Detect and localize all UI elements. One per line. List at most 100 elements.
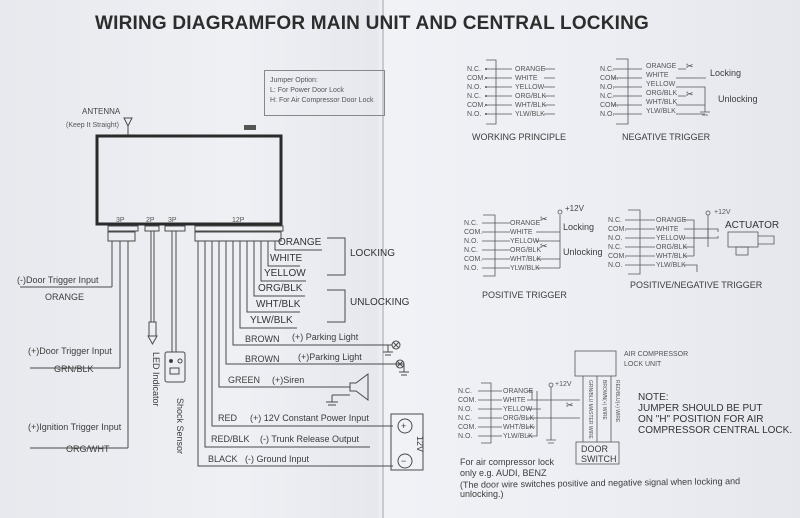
pn-contact-4: N.C. [608,244,622,251]
lock-wire-orange: ORANGE [278,237,322,248]
ac-contact-1: N.C. [458,388,472,395]
pn-wire-4: ORG/BLK [656,244,688,251]
ac-wire-3: YELLOW [503,406,533,413]
nt-wire-2: WHITE [646,72,669,79]
pn-wire-5: WHT/BLK [656,253,688,260]
nt-wire-4: ORG/BLK [646,90,678,97]
ignition-trigger-label: (+)Ignition Trigger Input [28,422,122,432]
lock-wire-whtblk: WHT/BLK [256,299,301,310]
battery-plus: + [401,421,407,431]
scissors-icon-3: ✂ [540,214,548,224]
ac-unit-line1: AIR COMPRESSOR [624,351,689,358]
output-color-brown-2: BROWN [245,354,280,364]
pt-wire-6: YLW/BLK [510,265,540,272]
output-desc-siren: (+)Siren [272,375,305,385]
pt-wire-1: ORANGE [510,220,541,227]
ac-wire-6: YLW/BLK [503,433,533,440]
wp-wire-1: ORANGE [515,66,546,73]
connector-3p-a: 3P [116,217,125,224]
nt-contact-5: COM. [600,102,619,109]
nt-locking: Locking [710,68,742,78]
antenna-note: (Keep It Straight) [66,122,119,129]
posneg-trigger-caption: POSITIVE/NEGATIVE TRIGGER [630,280,763,290]
jumper-pins-icon [244,125,256,130]
ac-wire-redblu: RED/BLU(+) WIRE [614,380,620,423]
ac-wire-5: WHT/BLK [503,424,535,431]
wp-wire-4: ORG/BLK [515,93,547,100]
scissors-icon-5: ✂ [566,400,574,410]
pt-contact-2: COM. [464,229,483,236]
wp-contact-4: N.C. [467,93,481,100]
nt-wire-1: ORANGE [646,63,677,70]
nt-unlocking: Unlocking [718,94,758,104]
ignition-trigger-color: ORG/WHT [66,444,110,454]
nt-contact-6: N.O. [600,111,615,118]
negative-trigger-caption: NEGATIVE TRIGGER [622,132,711,142]
pt-contact-3: N.O. [464,238,479,245]
actuator-label: ACTUATOR [725,220,780,231]
pt-wire-3: YELLOW [510,238,540,245]
output-color-redblk: RED/BLK [211,434,250,444]
jumper-option-box [264,70,385,116]
nt-contact-4: N.C. [600,93,614,100]
ac-wire-master: GRN/BLU MASTER WIRE [587,380,593,439]
pn-contact-1: N.C. [608,217,622,224]
jumper-note-4: COMPRESSOR CENTRAL LOCK. [638,425,793,436]
lock-wire-white: WHITE [270,253,303,264]
ac-contact-5: COM. [458,424,477,431]
pt-locking: Locking [563,222,595,232]
ac-supply: +12V [555,381,572,388]
wp-contact-2: COM. [467,75,486,82]
ac-note-1: For air compressor lock [460,457,555,467]
wp-wire-3: YELLOW [515,84,545,91]
door-trigger-neg-label: (-)Door Trigger Input [17,275,99,285]
wp-wire-6: YLW/BLK [515,111,545,118]
pt-unlocking: Unlocking [563,247,603,257]
door-switch-line2: SWITCH [581,454,617,464]
shock-sensor-icon [164,351,186,383]
connector-12p: 12P [232,217,245,224]
wp-wire-5: WHT/BLK [515,102,547,109]
jumper-note-2: JUMPER SHOULD BE PUT [638,403,763,414]
battery-minus: − [401,456,407,466]
nt-wire-3: YELLOW [646,81,676,88]
jumper-h: H: For Air Compressor Door Lock [270,97,374,104]
antenna-icon [123,117,133,128]
output-desc-parking-1: (+) Parking Light [292,332,359,342]
pn-wire-3: YELLOW [656,235,686,242]
ac-wire-1: ORANGE [503,388,534,395]
ac-note-2: only e.g. AUDI, BENZ [460,468,547,478]
pt-supply: +12V [565,204,584,213]
wp-contact-5: COM. [467,102,486,109]
connector-2p: 2P [146,217,155,224]
jumper-note-1: NOTE: [638,392,669,403]
air-compressor-unit-box [574,350,617,377]
door-switch-box [575,441,620,465]
connector-3p-b: 3P [168,217,177,224]
page-title: WIRING DIAGRAMFOR MAIN UNIT AND CENTRAL … [95,13,650,34]
pt-wire-5: WHT/BLK [510,256,542,263]
wp-contact-1: N.C. [467,66,481,73]
nt-contact-1: N.C. [600,66,614,73]
ac-contact-3: N.O. [458,406,473,413]
working-principle-caption: WORKING PRINCIPLE [472,132,567,142]
unlocking-group-label: UNLOCKING [350,297,410,308]
output-desc-power: (+) 12V Constant Power Input [250,413,369,423]
pt-wire-4: ORG/BLK [510,247,542,254]
nt-wire-5: WHT/BLK [646,99,678,106]
ac-note-4: unlocking.) [460,489,504,499]
main-unit-box [95,134,283,226]
actuator-icon [727,231,759,248]
lock-wire-yellow: YELLOW [264,268,306,279]
ac-contact-4: N.C. [458,415,472,422]
pt-contact-6: N.O. [464,265,479,272]
page-fold [382,0,384,518]
antenna-label: ANTENNA [82,107,121,116]
lock-wire-ylwblk: YLW/BLK [250,315,293,326]
jumper-l: L: For Power Door Lock [270,87,344,94]
pn-wire-1: ORANGE [656,217,687,224]
pn-wire-6: YLW/BLK [656,262,686,269]
output-desc-trunk: (-) Trunk Release Output [260,434,360,444]
